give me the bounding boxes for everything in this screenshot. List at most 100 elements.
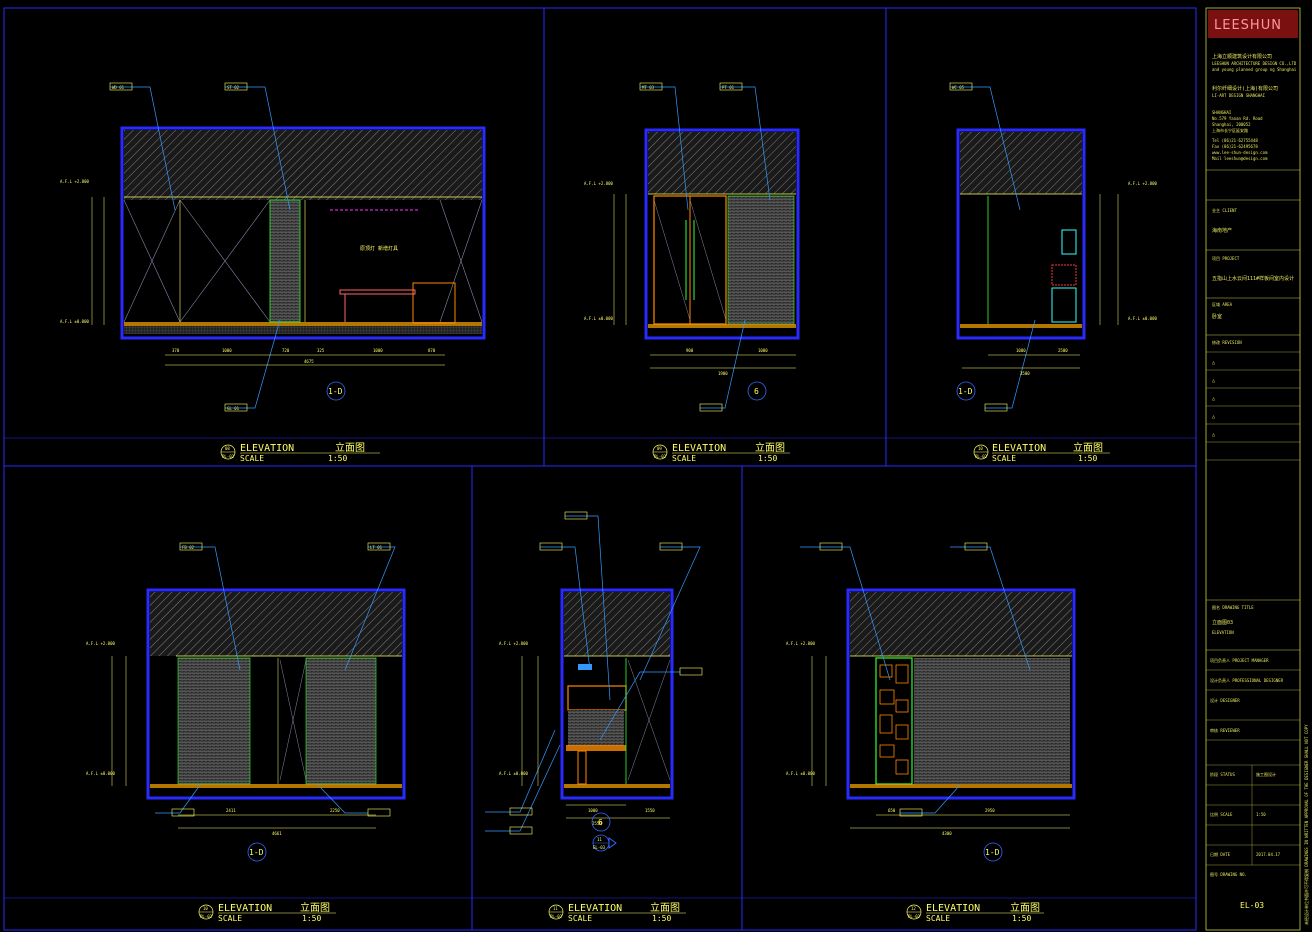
- status-value: 施工图设计: [1256, 771, 1276, 777]
- revision-mark: △: [1212, 360, 1215, 366]
- partner-cn: 利尔纤细设计(上海)有限公司: [1212, 85, 1278, 92]
- tag-5: PT 01: [722, 85, 735, 90]
- p4-level-top: A.F.L +2.800: [86, 641, 115, 646]
- company-tag: and young planned group ng Shanghai: [1212, 67, 1297, 72]
- p2-title: ELEVATION: [672, 443, 726, 454]
- p2-scale-label: SCALE: [672, 454, 696, 463]
- revision-mark: △: [1212, 378, 1215, 384]
- tag-4: MT 03: [642, 85, 655, 90]
- date-value: 2017.04.17: [1256, 852, 1281, 857]
- p1-title-cn: 立面图: [335, 441, 365, 454]
- p1-level-top: A.F.L +2.800: [60, 179, 89, 184]
- tag-8: LT 01: [370, 545, 383, 550]
- p3-title-cn: 立面图: [1073, 441, 1103, 454]
- p4-number: 10: [203, 906, 208, 911]
- p5-number: 11: [553, 906, 558, 911]
- p3-level-top: A.F.L +2.800: [1128, 181, 1157, 186]
- p4-dim-2: 2250: [330, 808, 340, 813]
- drawing-title-label: 图名 DRAWING TITLE: [1212, 604, 1254, 610]
- drawing-title-value: 立面图03: [1212, 619, 1233, 626]
- area-value: 卧室: [1212, 313, 1222, 320]
- project-label: 项目 PROJECT: [1212, 255, 1240, 261]
- p3-number: 10: [978, 446, 983, 451]
- drawing-title-en: ELEVATION: [1212, 630, 1234, 635]
- p2-ref: PL-02: [654, 454, 667, 459]
- p2-scale: 1:50: [758, 454, 777, 463]
- p4-dim-1: 2411: [226, 808, 236, 813]
- p4-section-tag: 1-D: [249, 848, 264, 857]
- row-label: 设计负责人 PROFESSIONAL DESIGNER: [1210, 677, 1284, 683]
- p1-dim-total: 4675: [304, 359, 314, 364]
- p3-section-tag: 1-D: [958, 387, 973, 396]
- revision-mark: △: [1212, 432, 1215, 438]
- tag-6: WC 05: [952, 85, 965, 90]
- elevation-panel-3: 1000 2500 3500 A.F.L +2.800 A.F.L ±0.000…: [949, 82, 1157, 463]
- p2-dim-2: 1000: [758, 348, 768, 353]
- p2-title-cn: 立面图: [755, 441, 785, 454]
- p4-level-bottom: A.F.L ±0.000: [86, 771, 115, 776]
- p4-title: ELEVATION: [218, 903, 272, 914]
- tag-2: ST 02: [227, 85, 240, 90]
- p4-title-cn: 立面图: [300, 901, 330, 914]
- elevation-panel-1: 原顶灯 新增灯具 370 1000 720 325 1000 870 4675 …: [60, 82, 486, 463]
- p4-dim-total: 4661: [272, 831, 282, 836]
- p6-title: ELEVATION: [926, 903, 980, 914]
- p5-dim-total: 2550: [592, 821, 602, 826]
- p3-dim-1: 1000: [1016, 348, 1026, 353]
- elevation-panel-5: 1000 1550 2550 A.F.L +2.800 A.F.L ±0.000…: [485, 511, 703, 923]
- p1-dim-2: 1000: [222, 348, 232, 353]
- p1-section-tag: 1-D: [328, 387, 343, 396]
- tag-7: FB 02: [182, 545, 195, 550]
- elevation-panel-4: 2411 2250 4661 A.F.L +2.800 A.F.L ±0.000…: [86, 542, 406, 923]
- p1-dim-6: 870: [428, 348, 436, 353]
- scale-value: 1:50: [1256, 812, 1266, 817]
- p2-dim-1: 900: [686, 348, 694, 353]
- sheet-frame: [3, 7, 1197, 931]
- p4-scale-label: SCALE: [218, 914, 242, 923]
- p5-callout-ref: EL-03: [593, 845, 606, 850]
- sheet-number: EL-03: [1240, 901, 1264, 910]
- p5-level-bottom: A.F.L ±0.000: [499, 771, 528, 776]
- p3-dim-total: 3500: [1020, 371, 1030, 376]
- address-line: www.lee-shun-design.com: [1212, 150, 1268, 155]
- p1-number: 08: [225, 446, 230, 451]
- copyright-side-text: 未经设计单位书面许可不得复制 DRAWINGS IN WRITTEN APPRO…: [1303, 724, 1309, 925]
- p5-scale: 1:50: [652, 914, 671, 923]
- p5-title-cn: 立面图: [650, 901, 680, 914]
- row-label: 审核 REVIEWER: [1210, 727, 1240, 733]
- p4-scale: 1:50: [302, 914, 321, 923]
- p3-scale-label: SCALE: [992, 454, 1016, 463]
- address-line: No.579 Yanan Rd. Road: [1212, 116, 1263, 121]
- revision-mark: △: [1212, 414, 1215, 420]
- p5-dim-1: 1000: [588, 808, 598, 813]
- p2-level-bottom: A.F.L ±0.000: [584, 316, 613, 321]
- address-line: 上海市长宁区延安路: [1212, 127, 1248, 133]
- title-block: LEESHUN 上海立顺建筑设计有限公司 LEESHUN ARCHITECTUR…: [1205, 7, 1309, 931]
- address-line: SHANGHAI: [1212, 110, 1232, 115]
- p1-dim-4: 325: [317, 348, 325, 353]
- p6-dim-2: 2950: [985, 808, 995, 813]
- tag-3: GL 01: [227, 406, 240, 411]
- p6-level-bottom: A.F.L ±0.000: [786, 771, 815, 776]
- p1-dim-3: 720: [282, 348, 290, 353]
- company-logo: LEESHUN: [1214, 18, 1282, 33]
- partner-en: LI-ART DESIGN SHANGHAI: [1212, 93, 1266, 98]
- revision-label: 修改 REVISION: [1212, 339, 1242, 345]
- p3-ref: PL-02: [975, 454, 988, 459]
- client-value: 海南地产: [1212, 227, 1232, 234]
- row-label: 项目负责人 PROJECT MANAGER: [1210, 657, 1269, 663]
- p6-level-top: A.F.L +2.800: [786, 641, 815, 646]
- revision-mark: △: [1212, 396, 1215, 402]
- p6-title-cn: 立面图: [1010, 901, 1040, 914]
- row-label: 日期 DATE: [1210, 851, 1231, 857]
- address-line: Fax (86)21-62495678: [1212, 144, 1258, 149]
- elevation-panel-2: 900 1000 1900 A.F.L +2.800 A.F.L ±0.000 …: [584, 82, 800, 463]
- p1-ref: PL-02: [222, 454, 235, 459]
- project-value: 五指山上水云间111#样板间室内设计: [1212, 275, 1294, 282]
- tag-1: WD 01: [112, 85, 125, 90]
- client-label: 业主 CLIENT: [1212, 207, 1237, 213]
- p2-section-tag: 6: [754, 387, 759, 396]
- p5-title: ELEVATION: [568, 903, 622, 914]
- p4-ref: PL-02: [200, 914, 213, 919]
